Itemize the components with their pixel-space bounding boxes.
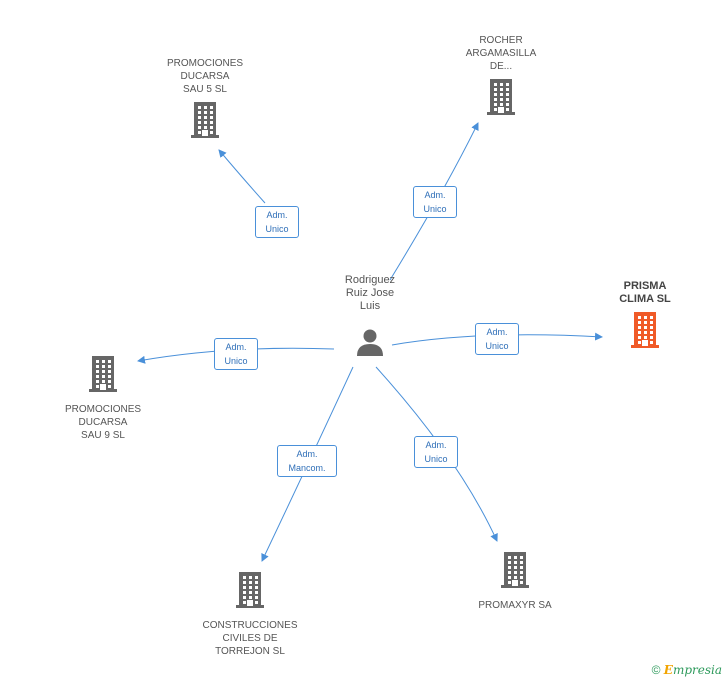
building-icon bbox=[190, 102, 220, 143]
building-icon bbox=[235, 572, 265, 613]
company-name: CONSTRUCCIONES CIVILES DE TORREJON SL bbox=[202, 620, 298, 657]
brand-logo-initial: E bbox=[663, 663, 673, 677]
company-name: ROCHER ARGAMASILLA DE... bbox=[465, 35, 537, 72]
company-node-rocher-argamasilla[interactable]: ROCHER ARGAMASILLA DE... bbox=[446, 34, 556, 120]
person-icon bbox=[357, 329, 383, 356]
brand-logo-text: mpresia bbox=[672, 663, 722, 677]
company-node-promociones-ducarsa-9[interactable]: PROMOCIONES DUCARSA SAU 9 SL bbox=[48, 356, 158, 442]
copyright-icon: © bbox=[651, 663, 661, 677]
edge-promociones-ducarsa-5 bbox=[218, 149, 266, 204]
person-name: Rodriguez Ruiz Jose Luis bbox=[344, 274, 396, 312]
brand-footer[interactable]: © Empresia bbox=[652, 663, 722, 677]
company-name: PRISMA CLIMA SL bbox=[619, 280, 671, 305]
company-name: PROMOCIONES DUCARSA SAU 5 SL bbox=[166, 58, 244, 95]
role-badge-promociones-ducarsa-9: Adm. Unico bbox=[214, 338, 258, 370]
role-badge-rocher-argamasilla: Adm. Unico bbox=[413, 186, 457, 218]
role-badge-promaxyr: Adm. Unico bbox=[414, 436, 458, 468]
company-node-prisma-clima[interactable]: PRISMA CLIMA SL bbox=[590, 280, 700, 353]
role-badge-promociones-ducarsa-5: Adm. Unico bbox=[255, 206, 299, 238]
company-name: PROMOCIONES DUCARSA SAU 9 SL bbox=[64, 404, 142, 441]
company-node-promociones-ducarsa-5[interactable]: PROMOCIONES DUCARSA SAU 5 SL bbox=[150, 57, 260, 143]
company-node-promaxyr[interactable]: PROMAXYR SA bbox=[460, 552, 570, 612]
building-icon bbox=[630, 312, 660, 353]
building-icon bbox=[486, 79, 516, 120]
role-badge-prisma-clima: Adm. Unico bbox=[475, 323, 519, 355]
role-badge-construcciones-civiles: Adm. Mancom. bbox=[277, 445, 337, 477]
company-node-construcciones-civiles[interactable]: CONSTRUCCIONES CIVILES DE TORREJON SL bbox=[190, 572, 310, 658]
building-icon bbox=[500, 552, 530, 593]
company-name: PROMAXYR SA bbox=[478, 600, 552, 611]
person-node[interactable]: Rodriguez Ruiz Jose Luis bbox=[330, 274, 410, 357]
building-icon bbox=[88, 356, 118, 397]
